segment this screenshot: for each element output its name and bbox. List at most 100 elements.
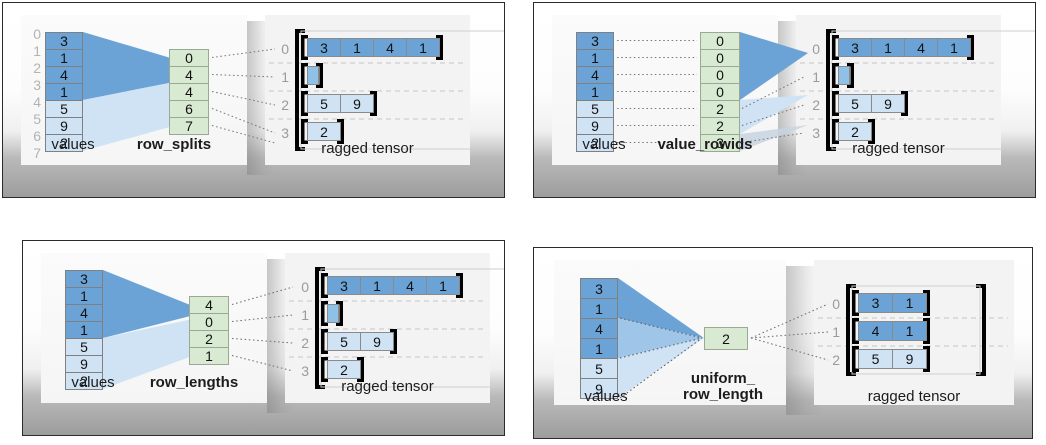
encoding-cell: 4 <box>169 66 209 84</box>
ragged-empty-stub <box>307 66 319 85</box>
encoding-cell: 2 <box>700 100 740 118</box>
ragged-cell: 1 <box>892 321 927 341</box>
value-cell: 1 <box>576 83 614 101</box>
encoding-cell: 0 <box>700 66 740 84</box>
value-cell: 2 <box>45 134 83 152</box>
value-cell: 4 <box>45 66 83 84</box>
ragged-row-index: 2 <box>301 335 309 351</box>
value-cell: 5 <box>65 338 103 356</box>
ragged-row-index: 0 <box>832 296 840 312</box>
value-cell: 4 <box>65 304 103 322</box>
ragged-cell: 5 <box>858 349 893 369</box>
value-cell: 9 <box>65 355 103 373</box>
encoding-cell: 0 <box>700 49 740 67</box>
encoding-cell: 0 <box>700 83 740 101</box>
ragged-cell: 3 <box>838 38 872 57</box>
value-cell: 2 <box>65 372 103 390</box>
ragged-cell: 1 <box>871 38 905 57</box>
ragged-row-index: 3 <box>812 125 820 141</box>
encoding-cell: 2 <box>700 117 740 135</box>
value-index-label: 0 <box>33 26 41 42</box>
encoding-caption-row_lengths: row_lengths <box>149 374 239 391</box>
encoding-cell: 0 <box>169 49 209 67</box>
value-cell: 3 <box>576 32 614 50</box>
ragged-row-index: 2 <box>812 97 820 113</box>
value-cell: 1 <box>45 49 83 67</box>
ragged-cell: 4 <box>393 276 427 295</box>
ragged-row-index: 3 <box>301 363 309 379</box>
encoding-cell: 2 <box>189 330 229 348</box>
encoding-caption-uniform_row_length: uniform_ row_length <box>682 370 763 403</box>
value-cell: 1 <box>65 287 103 305</box>
value-cell: 3 <box>580 278 618 299</box>
ragged-cell: 2 <box>327 360 361 379</box>
ragged-row-index: 2 <box>832 352 840 368</box>
value-index-label: 2 <box>33 60 41 76</box>
encoding-cell: 0 <box>189 313 229 331</box>
ragged-caption-uniform_row_length: ragged tensor <box>867 388 961 405</box>
ragged-cell: 2 <box>307 122 341 141</box>
value-cell: 5 <box>580 358 618 379</box>
encoding-caption-row_splits: row_splits <box>136 136 212 153</box>
value-cell: 3 <box>45 32 83 50</box>
value-index-label: 7 <box>33 145 41 161</box>
encoding-cell: 7 <box>169 117 209 135</box>
values-caption-row_lengths: values <box>71 374 115 391</box>
ragged-cell: 3 <box>858 293 893 313</box>
ragged-cell: 1 <box>360 276 394 295</box>
encoding-cell: 6 <box>169 100 209 118</box>
ragged-row-index: 1 <box>812 69 820 85</box>
ragged-row-index: 3 <box>281 125 289 141</box>
ragged-row-index: 2 <box>281 97 289 113</box>
ragged-row-index: 0 <box>812 41 820 57</box>
ragged-cell: 2 <box>838 122 872 141</box>
value-cell: 4 <box>580 318 618 339</box>
values-caption-value_rowids: values <box>582 136 626 153</box>
value-cell: 9 <box>576 117 614 135</box>
ragged-empty-stub <box>327 304 339 323</box>
ragged-cell: 5 <box>307 94 341 113</box>
ragged-cell: 5 <box>327 332 361 351</box>
ragged-cell: 9 <box>340 94 374 113</box>
encoding-cell: 0 <box>700 32 740 50</box>
ragged-cell: 9 <box>892 349 927 369</box>
encoding-cell: 2 <box>704 327 748 350</box>
value-cell: 4 <box>576 66 614 84</box>
value-cell: 3 <box>65 270 103 288</box>
ragged-cell: 1 <box>937 38 971 57</box>
ragged-caption-row_lengths: ragged tensor <box>341 378 434 395</box>
ragged-cell: 4 <box>373 38 407 57</box>
ragged-empty-stub <box>838 66 850 85</box>
ragged-cell: 1 <box>340 38 374 57</box>
ragged-row-index: 1 <box>281 69 289 85</box>
ragged-row-index: 1 <box>301 307 309 323</box>
ragged-cell: 9 <box>360 332 394 351</box>
ragged-cell: 4 <box>858 321 893 341</box>
encoding-caption-value_rowids: value_rowids <box>657 136 753 153</box>
ragged-cell: 1 <box>426 276 460 295</box>
value-index-label: 3 <box>33 77 41 93</box>
value-index-label: 4 <box>33 94 41 110</box>
ragged-cell: 9 <box>871 94 905 113</box>
value-index-label: 5 <box>33 111 41 127</box>
value-cell: 1 <box>580 298 618 319</box>
encoding-cell: 3 <box>700 134 740 152</box>
value-cell: 1 <box>65 321 103 339</box>
ragged-row-index: 0 <box>281 41 289 57</box>
ragged-cell: 1 <box>892 293 927 313</box>
ragged-cell: 3 <box>307 38 341 57</box>
encoding-cell: 4 <box>189 296 229 314</box>
ragged-cell: 4 <box>904 38 938 57</box>
ragged-cell: 3 <box>327 276 361 295</box>
values-caption-row_splits: values <box>51 136 95 153</box>
value-cell: 2 <box>576 134 614 152</box>
